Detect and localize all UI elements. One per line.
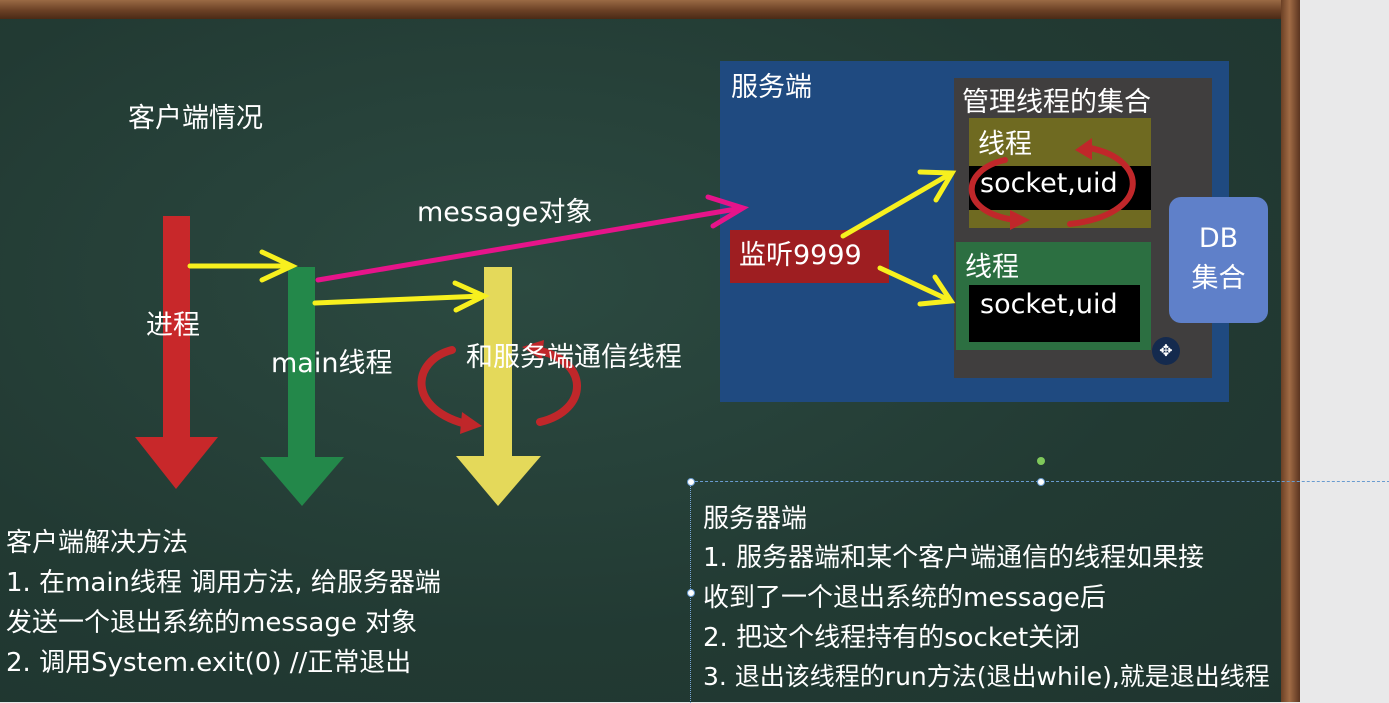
server-title: 服务端: [731, 72, 812, 103]
client-solution-line-2: 发送一个退出系统的message 对象: [6, 608, 418, 638]
message-arrow: [315, 194, 750, 283]
listen-to-thread1-arrow: [840, 169, 957, 239]
comm-thread-arrow: [456, 267, 541, 506]
comm-thread-label: 和服务端通信线程: [466, 342, 682, 373]
comm-thread-loop-icon: [417, 346, 581, 429]
loop-head-1: [460, 412, 482, 434]
thread2-label: 线程: [965, 252, 1019, 283]
loop-head-3: [1010, 210, 1030, 230]
main-thread-arrow: [260, 267, 344, 506]
thread2-socket-label: socket,uid: [980, 289, 1118, 320]
main-thread-label: main线程: [271, 348, 393, 379]
loop-head-2: [522, 340, 544, 360]
listen-box: [730, 230, 889, 283]
socket-box-2: [969, 285, 1140, 342]
board-frame-right: [1281, 0, 1300, 702]
message-label: message对象: [417, 197, 593, 228]
connector-main-to-comm: [312, 280, 490, 313]
loop-head-4: [1075, 138, 1092, 160]
thread1-loop-icon: [968, 145, 1136, 227]
listen-to-thread2-arrow: [877, 265, 956, 307]
client-solution-line-1: 1. 在main线程 调用方法, 给服务器端: [6, 568, 441, 598]
resize-handle-top[interactable]: [1037, 478, 1045, 486]
thread-manager-title: 管理线程的集合: [962, 87, 1151, 118]
server-solution-line-3[interactable]: 2. 把这个线程持有的socket关闭: [703, 623, 1081, 653]
server-solution-line-4[interactable]: 3. 退出该线程的run方法(退出while),就是退出线程: [703, 662, 1270, 691]
client-solution-line-3: 2. 调用System.exit(0) //正常退出: [6, 648, 412, 678]
process-arrow: [135, 216, 218, 489]
move-icon[interactable]: ✥: [1152, 337, 1180, 365]
resize-handle-top-left[interactable]: [687, 478, 695, 486]
server-solution-heading[interactable]: 服务器端: [703, 504, 808, 534]
client-solution-heading: 客户端解决方法: [6, 528, 189, 558]
board-frame-top: [0, 0, 1300, 19]
listen-label: 监听9999: [739, 240, 862, 271]
server-solution-line-1[interactable]: 1. 服务器端和某个客户端通信的线程如果接: [703, 543, 1205, 573]
rotate-handle[interactable]: [1037, 457, 1045, 465]
process-label: 进程: [146, 310, 200, 341]
server-solution-line-2[interactable]: 收到了一个退出系统的message后: [703, 583, 1106, 613]
client-title: 客户端情况: [128, 103, 263, 134]
thread1-label: 线程: [978, 129, 1032, 160]
db-collection-box: DB 集合: [1169, 197, 1268, 323]
connector-process-to-main: [187, 249, 298, 283]
db-label: DB 集合: [1191, 223, 1246, 294]
thread1-socket-label: socket,uid: [980, 168, 1118, 199]
resize-handle-left[interactable]: [687, 589, 695, 597]
